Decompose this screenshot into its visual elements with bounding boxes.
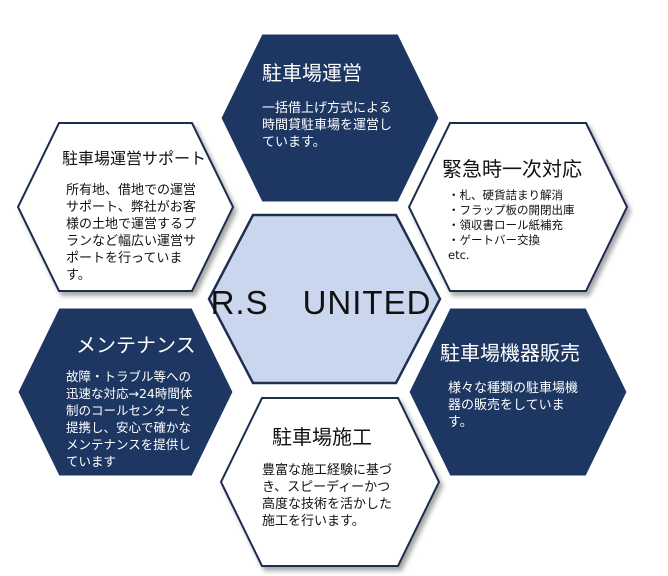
hex-bottom-left-text: 故障・トラブル等への迅速な対応→24時間体制のコールセンターと提携し、安心で確か… (66, 369, 193, 469)
hex-bottom-left-shape (17, 307, 234, 477)
hex-bottom-shape (219, 397, 441, 567)
hex-bottom-title: 駐車場施工 (272, 425, 372, 449)
hex-top-left-title: 駐車場運営サポート (62, 149, 207, 168)
hex-bottom-left-title: メンテナンス (76, 333, 196, 357)
hex-bottom-right-title: 駐車場機器販売 (440, 341, 580, 365)
hex-top-left-text: 所有地、借地での運営サポート、弊社がお客様の土地で運営するプランなど幅広い運営サ… (66, 183, 197, 283)
hex-top-left: 駐車場運営サポート 所有地、借地での運営サポート、弊社がお客様の土地で運営するプ… (62, 146, 206, 284)
hex-top-left-shape (16, 122, 235, 292)
hex-top-right-text: ・札、硬貨詰まり解消 ・フラップ板の開閉出庫 ・領収書ロール紙補充 ・ゲートバー… (448, 188, 575, 262)
hex-bottom-right-shape (408, 307, 628, 477)
hex-top-right-title: 緊急時一次対応 (442, 157, 582, 181)
hex-center-shape (207, 213, 442, 385)
hex-top: 駐車場運営 一括借上げ方式による時間貸駐車場を運営しています。 (262, 60, 402, 151)
hex-top-shape (220, 33, 440, 203)
center-label: R.S UNITED (210, 284, 432, 321)
hex-bottom: 駐車場施工 豊富な施工経験に基づき、スピーディーかつ高度な技術を活かした施工を行… (262, 424, 402, 530)
hex-top-title: 駐車場運営 (262, 61, 362, 85)
hex-top-text: 一括借上げ方式による時間貸駐車場を運営しています。 (262, 101, 393, 150)
hex-bottom-right: 駐車場機器販売 様々な種類の駐車場機器の販売をしています。 (440, 340, 620, 431)
hex-bottom-right-text: 様々な種類の駐車場機器の販売をしています。 (448, 381, 579, 430)
hex-top-right-shape (407, 122, 629, 292)
hex-bottom-text: 豊富な施工経験に基づき、スピーディーかつ高度な技術を活かした施工を行います。 (262, 463, 393, 529)
hex-bottom-left: メンテナンス 故障・トラブル等への迅速な対応→24時間体制のコールセンターと提携… (66, 332, 198, 470)
hex-top-right: 緊急時一次対応 ・札、硬貨詰まり解消 ・フラップ板の開閉出庫 ・領収書ロール紙補… (442, 156, 612, 263)
